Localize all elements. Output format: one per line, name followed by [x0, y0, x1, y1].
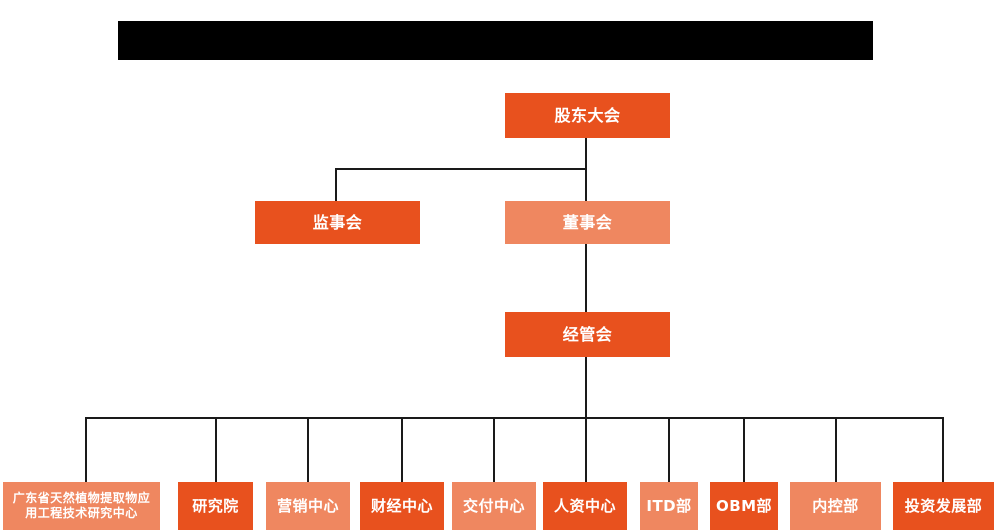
node-label: 内控部 — [812, 496, 859, 515]
connector-departments-bus — [85, 417, 943, 419]
node-department-hr-center[interactable]: 人资中心 — [543, 482, 627, 530]
node-label: 人资中心 — [553, 496, 616, 515]
connector-drop-dept-3 — [307, 417, 309, 482]
node-label: 营销中心 — [276, 496, 339, 515]
connector-drop-dept-6 — [585, 417, 587, 482]
node-board-of-directors[interactable]: 董事会 — [505, 201, 670, 244]
node-label: 董事会 — [562, 212, 613, 232]
line1: 广东省天然植物提取物应 — [12, 491, 151, 505]
node-label: 监事会 — [312, 212, 363, 232]
connector-drop-dept-1 — [85, 417, 87, 482]
connector-drop-dept-2 — [215, 417, 217, 482]
node-department-delivery-center[interactable]: 交付中心 — [452, 482, 536, 530]
node-management-committee[interactable]: 经管会 — [505, 312, 670, 357]
node-label: 财经中心 — [370, 496, 433, 515]
node-department-research-institute[interactable]: 研究院 — [178, 482, 253, 530]
node-department-itd[interactable]: ITD部 — [640, 482, 698, 530]
connector-directors-to-management — [585, 243, 587, 312]
connector-drop-dept-7 — [668, 417, 670, 482]
node-department-research-center[interactable]: 广东省天然植物提取物应 用工程技术研究中心 — [3, 482, 160, 530]
connector-drop-dept-4 — [401, 417, 403, 482]
node-label: 交付中心 — [462, 496, 525, 515]
node-label: 经管会 — [562, 324, 613, 344]
node-department-internal-control[interactable]: 内控部 — [790, 482, 881, 530]
redacted-title-bar — [118, 21, 873, 60]
node-label: ITD部 — [646, 496, 692, 515]
node-department-marketing-center[interactable]: 营销中心 — [266, 482, 350, 530]
node-label-line1: 广东省天然植物提取物应 用工程技术研究中心 — [7, 491, 156, 521]
node-label: OBM部 — [715, 496, 773, 515]
line2: 用工程技术研究中心 — [25, 506, 138, 520]
connector-drop-dept-9 — [835, 417, 837, 482]
node-label: 研究院 — [192, 496, 239, 515]
connector-drop-dept-10 — [942, 417, 944, 482]
node-shareholders-meeting[interactable]: 股东大会 — [505, 93, 670, 138]
connector-row2-bus — [335, 168, 587, 170]
node-department-finance-center[interactable]: 财经中心 — [360, 482, 444, 530]
connector-drop-dept-5 — [493, 417, 495, 482]
node-department-obm[interactable]: OBM部 — [710, 482, 778, 530]
node-board-of-supervisors[interactable]: 监事会 — [255, 201, 420, 244]
node-department-investment-development[interactable]: 投资发展部 — [893, 482, 994, 530]
connector-shareholders-down — [585, 138, 587, 169]
connector-drop-supervisors — [335, 168, 337, 201]
connector-drop-dept-8 — [743, 417, 745, 482]
connector-drop-directors — [585, 168, 587, 201]
node-label: 投资发展部 — [904, 496, 983, 515]
node-label: 股东大会 — [554, 105, 621, 125]
connector-management-down — [585, 356, 587, 417]
